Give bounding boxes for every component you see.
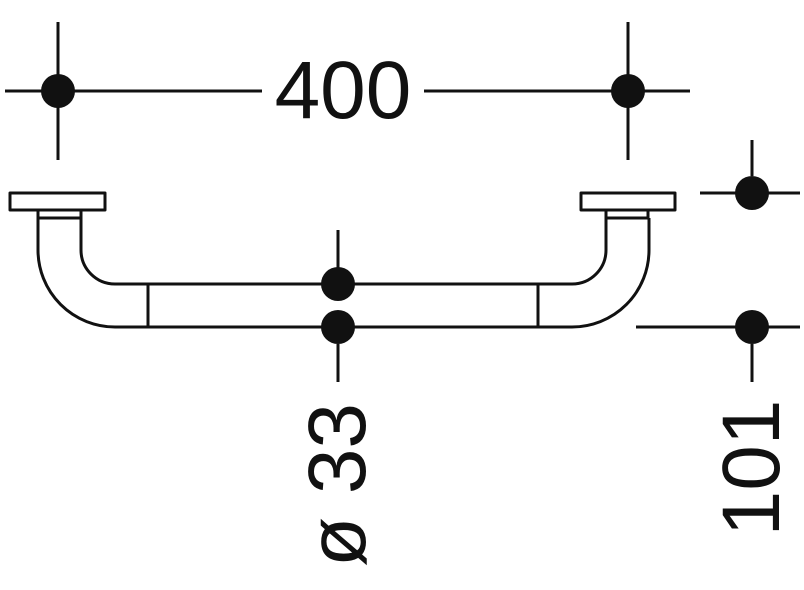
diameter-dimension-dot-top [321,267,355,301]
height-dimension-dot-top [735,176,769,210]
height-dimension-label: 101 [706,400,797,537]
width-dimension-dot-left [41,74,75,108]
height-dimension-dot-bottom [735,310,769,344]
diameter-dimension-label: ø 33 [292,403,383,567]
left-flange-collar [36,208,83,220]
width-dimension-label: 400 [275,45,412,136]
width-dimension-dot-right [611,74,645,108]
height-dimension [636,140,800,382]
right-flange-collar [604,208,650,220]
diameter-dimension-dot-bottom [321,310,355,344]
grab-bar [8,191,677,329]
right-wall-flange [579,191,677,212]
left-wall-flange [8,191,107,212]
